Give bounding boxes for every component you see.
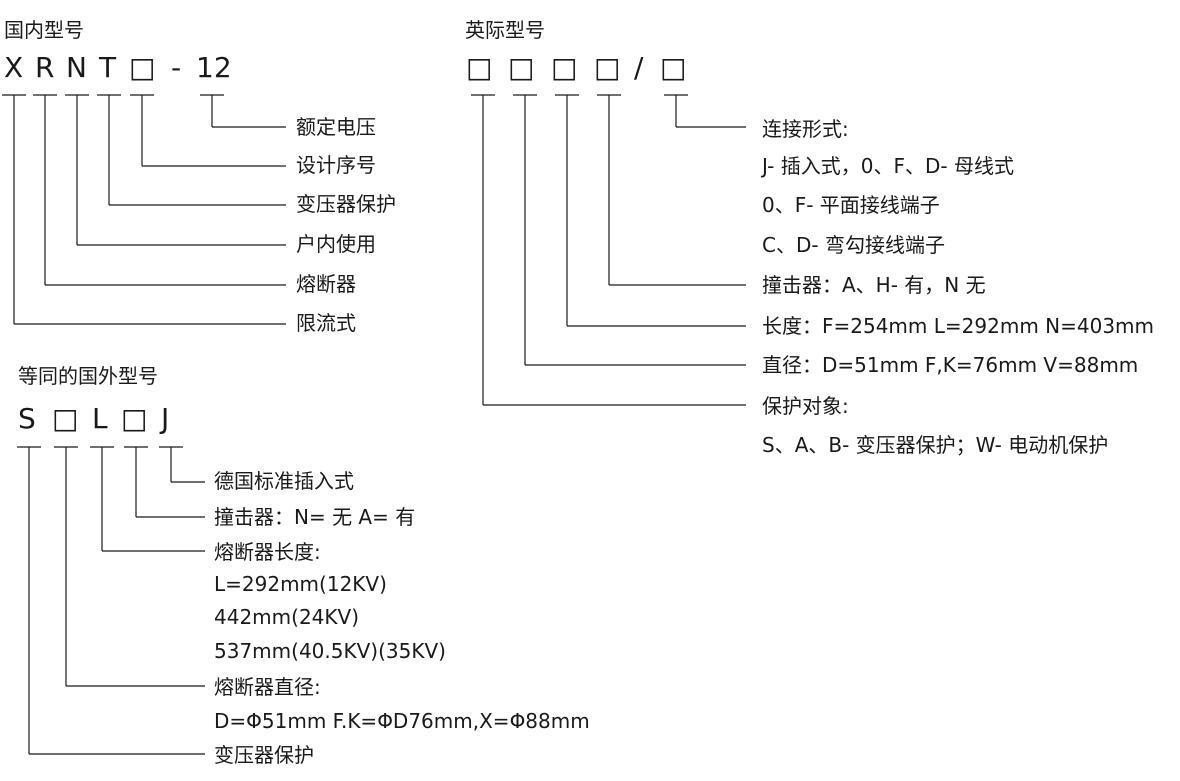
domestic-code-t: T: [99, 51, 117, 84]
foreign-code-box-2: □: [121, 402, 148, 435]
intl-code-slash: /: [634, 51, 644, 84]
label-rated-voltage: 额定电压: [296, 115, 376, 139]
label-connection-plug: J- 插入式，0、F、D- 母线式: [762, 154, 1014, 178]
label-foreign-length-12kv: L=292mm(12KV): [214, 572, 387, 596]
foreign-code-j: J: [161, 402, 170, 435]
international-title: 英际型号: [465, 18, 545, 42]
label-design-serial: 设计序号: [296, 153, 376, 177]
domestic-code-12: 12: [196, 51, 232, 84]
label-foreign-diameter: 熔断器直径:: [214, 675, 321, 699]
domestic-code-r: R: [35, 51, 55, 84]
label-din-plug: 德国标准插入式: [214, 469, 354, 493]
foreign-code-s: S: [18, 402, 36, 435]
label-connection-form: 连接形式:: [762, 117, 849, 141]
label-intl-striker: 撞击器：A、H- 有，N 无: [762, 273, 986, 297]
intl-code-box-5: □: [660, 51, 687, 84]
label-intl-protect-detail: S、A、B- 变压器保护；W- 电动机保护: [762, 433, 1109, 457]
label-connection-hook: C、D- 弯勾接线端子: [762, 233, 945, 257]
label-indoor-use: 户内使用: [296, 232, 376, 256]
label-foreign-length-24kv: 442mm(24KV): [214, 605, 359, 629]
foreign-title: 等同的国外型号: [18, 364, 158, 388]
label-current-limiting: 限流式: [296, 311, 356, 335]
intl-code-box-1: □: [466, 51, 493, 84]
label-foreign-striker: 撞击器：N= 无 A= 有: [214, 505, 416, 529]
label-foreign-protect: 变压器保护: [214, 743, 314, 767]
intl-code-box-4: □: [594, 51, 621, 84]
label-foreign-diameter-detail: D=Φ51mm F.K=ΦD76mm,X=Φ88mm: [214, 709, 590, 733]
label-foreign-length: 熔断器长度:: [214, 540, 321, 564]
intl-code-box-2: □: [508, 51, 535, 84]
label-intl-length: 长度：F=254mm L=292mm N=403mm: [762, 314, 1155, 338]
foreign-code-box-1: □: [52, 402, 79, 435]
label-transformer-protect: 变压器保护: [296, 192, 396, 216]
intl-code-box-3: □: [551, 51, 578, 84]
domestic-title: 国内型号: [4, 18, 84, 42]
label-intl-diameter: 直径：D=51mm F,K=76mm V=88mm: [762, 353, 1139, 377]
label-intl-protect: 保护对象:: [762, 394, 849, 418]
label-foreign-length-35kv: 537mm(40.5KV)(35KV): [214, 639, 446, 663]
foreign-code-l: L: [92, 402, 108, 435]
domestic-code-n: N: [66, 51, 87, 84]
domestic-code-x: X: [4, 51, 24, 84]
domestic-code-box: □: [129, 51, 156, 84]
label-fuse: 熔断器: [296, 272, 356, 296]
domestic-code-dash: -: [171, 51, 182, 84]
label-connection-flat: 0、F- 平面接线端子: [762, 193, 940, 217]
